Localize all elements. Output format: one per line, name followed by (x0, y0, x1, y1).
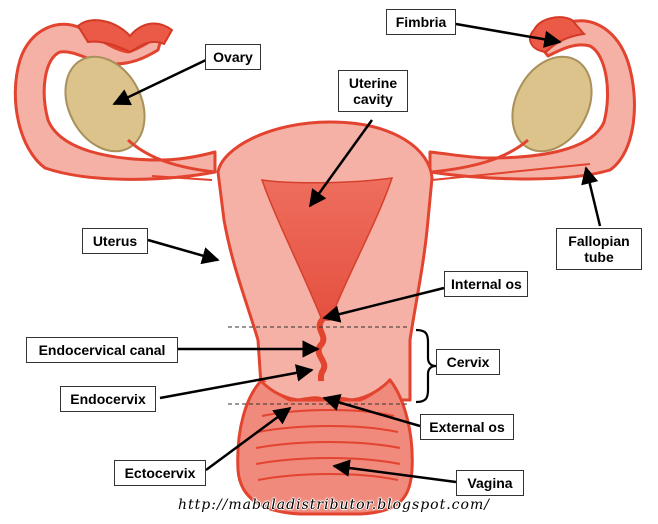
label-endocervical-canal-text: Endocervical canal (38, 342, 166, 358)
right-ovary (511, 55, 593, 153)
label-fallopian-tube-line2: tube (584, 249, 614, 265)
label-endocervical-canal: Endocervical canal (26, 337, 178, 363)
cervix-brace (415, 328, 437, 404)
label-uterine-cavity-line2: cavity (353, 91, 393, 107)
source-watermark: http://mabaladistributor.blogspot.com/ (178, 497, 490, 513)
arrow-external-os (322, 394, 421, 428)
label-fallopian-tube-line1: Fallopian (568, 233, 630, 249)
arrow-ovary (112, 58, 207, 106)
arrow-endocervix (159, 364, 314, 400)
arrow-ectocervix (205, 406, 292, 472)
label-uterus: Uterus (82, 228, 148, 254)
arrow-internal-os (322, 286, 445, 323)
label-cervix-text: Cervix (446, 354, 490, 370)
label-ovary-text: Ovary (213, 49, 253, 65)
label-cervix: Cervix (436, 349, 500, 375)
label-vagina: Vagina (456, 470, 524, 496)
label-ectocervix-text: Ectocervix (124, 465, 196, 481)
tube-line (151, 163, 591, 181)
label-fallopian-tube: Fallopian tube (556, 228, 642, 270)
label-external-os: External os (420, 414, 514, 440)
label-external-os-text: External os (429, 419, 505, 435)
arrow-vagina (332, 459, 457, 484)
left-ovary (64, 55, 146, 153)
arrow-uterus (147, 238, 220, 265)
label-uterine-cavity: Uterine cavity (338, 70, 408, 112)
label-uterus-text: Uterus (92, 233, 138, 249)
label-endocervix: Endocervix (60, 386, 156, 412)
arrow-uterine-cavity (308, 119, 374, 208)
arrow-fallopian-tube (581, 166, 602, 227)
label-fimbria-text: Fimbria (395, 14, 447, 30)
label-internal-os-text: Internal os (451, 276, 522, 292)
label-uterine-cavity-line1: Uterine (348, 75, 398, 91)
arrow-fimbria (455, 22, 562, 48)
pointer-arrows (112, 22, 602, 484)
label-ovary: Ovary (205, 44, 261, 70)
label-vagina-text: Vagina (467, 475, 513, 491)
label-fimbria: Fimbria (386, 9, 456, 35)
left-fimbria (76, 19, 174, 54)
label-ectocervix: Ectocervix (114, 460, 206, 486)
label-internal-os: Internal os (444, 271, 528, 297)
label-endocervix-text: Endocervix (70, 391, 146, 407)
